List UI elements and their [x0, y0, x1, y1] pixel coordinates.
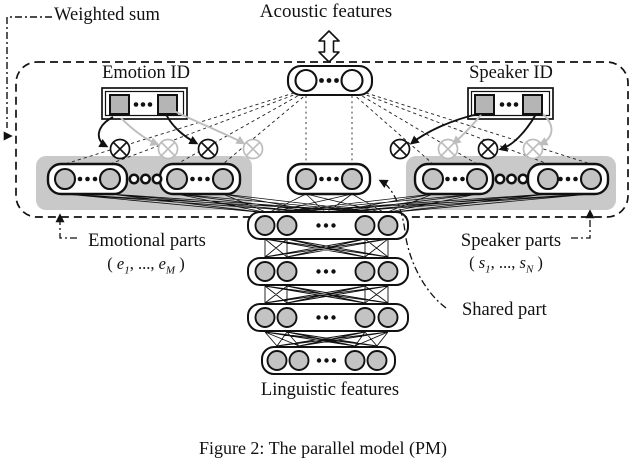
acoustic-features-label: Acoustic features	[259, 1, 393, 22]
math-mid: , ...,	[490, 253, 520, 272]
speaker-id-label: Speaker ID	[469, 63, 553, 83]
id-weighting-arrows	[97, 110, 553, 152]
figure-caption: Figure 2: The parallel model (PM)	[198, 438, 448, 458]
math-sub: 1	[485, 263, 491, 276]
speaker-parts-pointer	[571, 209, 595, 239]
math-var: s	[519, 253, 526, 272]
math-var: e	[158, 254, 166, 273]
multiply-node-icon	[197, 138, 219, 160]
multiply-node-icon	[242, 138, 264, 160]
emotion-id-label: Emotion ID	[102, 63, 190, 83]
multiply-nodes	[109, 138, 544, 160]
output-to-parts-connections	[64, 92, 592, 165]
acoustic-double-arrow-icon	[318, 30, 340, 63]
weighted-sum-label: Weighted sum	[54, 5, 160, 25]
emotional-parts-label: Emotional parts	[88, 231, 206, 251]
multiply-node-icon	[157, 138, 179, 160]
linguistic-features-label: Linguistic features	[260, 380, 400, 400]
weighted-sum-arrow	[3, 16, 52, 141]
math-sub: 1	[124, 264, 130, 277]
emotion-id-box	[101, 87, 188, 120]
math-mid: , ...,	[129, 254, 159, 273]
output-layer	[286, 64, 374, 97]
multiply-node-icon	[109, 138, 131, 160]
speaker-parts-label: Speaker parts	[460, 231, 562, 251]
multiply-node-icon	[522, 138, 544, 160]
emotional-parts-range: ( e1, ..., eM )	[107, 254, 185, 276]
math-open: (	[107, 254, 117, 273]
speaker-id-box	[467, 87, 554, 120]
multiply-node-icon	[477, 138, 499, 160]
multiply-node-icon	[389, 138, 411, 160]
math-close: )	[533, 253, 543, 272]
math-var: e	[116, 254, 125, 273]
math-sub: N	[525, 263, 534, 276]
hidden-layer-connections	[264, 238, 389, 347]
ellipsis-circles	[128, 173, 529, 185]
speaker-parts-range: ( s1, ..., sN )	[469, 253, 543, 275]
parts-to-shared-connections	[64, 193, 592, 214]
math-var: s	[478, 253, 486, 272]
shared-hidden-layers	[247, 211, 409, 375]
math-open: (	[469, 253, 479, 272]
math-close: )	[175, 254, 185, 273]
emotional-parts-pointer	[55, 213, 77, 239]
shared-part-label: Shared part	[462, 300, 547, 320]
parts-layer-row	[46, 162, 610, 196]
math-sub: M	[165, 264, 176, 277]
label-pointers	[55, 179, 595, 309]
